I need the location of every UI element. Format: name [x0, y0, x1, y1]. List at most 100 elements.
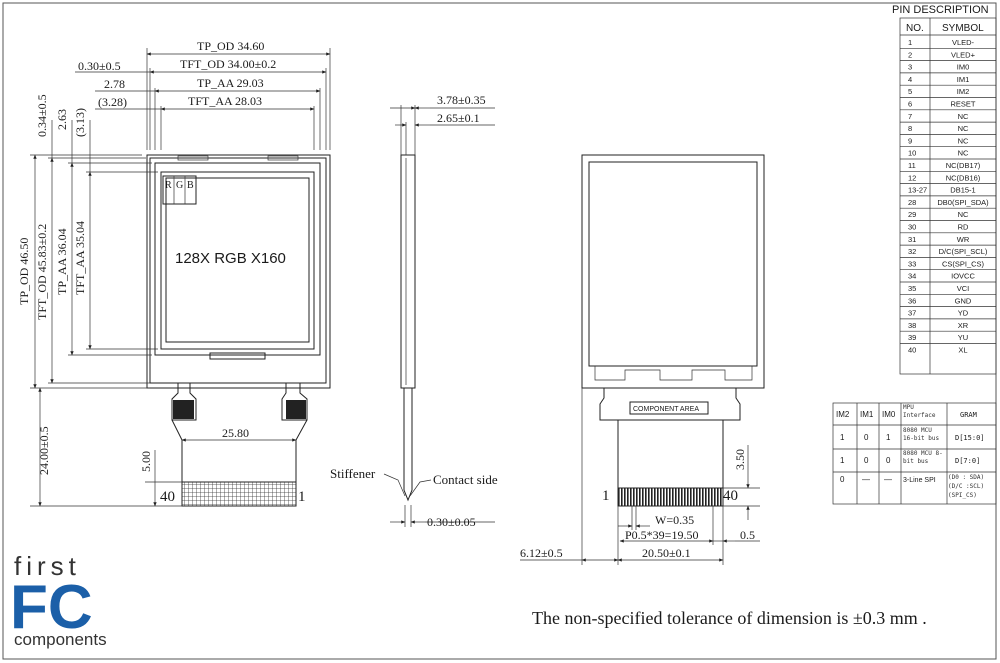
mode-row1-gram: D[15:0] [955, 434, 985, 442]
pin-number: 34 [908, 272, 916, 281]
back-panel-outer [581, 154, 765, 389]
pin-symbol: NC(DB17) [946, 161, 981, 170]
tft-od-width: TFT_OD 34.00±0.2 [180, 57, 276, 71]
pin-number: 8 [908, 124, 912, 133]
stiffener-label: Stiffener [330, 466, 376, 481]
mode-row1-im0: 1 [886, 433, 891, 442]
tft-active-area [160, 171, 315, 350]
tft-aa-width: TFT_AA 28.03 [188, 94, 262, 108]
pin-symbol: WR [957, 235, 970, 244]
pin-number: 36 [908, 296, 916, 305]
tp-aa-height: TP_AA 36.04 [55, 228, 69, 295]
offset-tft-aa: (3.28) [98, 95, 127, 109]
pin-number: 32 [908, 247, 916, 256]
mode-row1-mpu: 8080 MCU 16-bit bus [903, 427, 940, 442]
component-area-label: COMPONENT AREA [633, 406, 699, 413]
company-logo: first FC components [10, 551, 107, 649]
pin-number: 37 [908, 309, 916, 318]
pin-table-header-no: NO. [906, 23, 924, 34]
pin-symbol: VLED+ [951, 50, 976, 59]
fpc-pin-40: 40 [160, 489, 175, 505]
mode-row3-mpu: 3-Line SPI [903, 477, 936, 484]
pin-symbol: IOVCC [951, 272, 975, 281]
mode-row2-im1: 0 [864, 456, 869, 465]
tft-od-height: TFT_OD 45.83±0.2 [35, 224, 49, 320]
mode-row1-im2: 1 [840, 433, 845, 442]
dim-350: 3.50 [733, 449, 747, 470]
pin-symbol: NC [958, 124, 969, 133]
mode-row3-im0: — [884, 475, 892, 484]
mode-row2-im2: 1 [840, 456, 845, 465]
pin-number: 39 [908, 333, 916, 342]
pin-description-table: PIN DESCRIPTION NO. SYMBOL 1 VLED- 2 VLED+ 3… [892, 4, 997, 375]
mode-header-im0: IM0 [882, 410, 896, 419]
pin-symbol: GND [955, 296, 972, 305]
pin-number: 31 [908, 235, 916, 244]
interface-mode-table: IM2 IM1 IM0 MPU Interface GRAM 1 0 1 808… [832, 402, 997, 505]
fpc-width: 25.80 [222, 426, 249, 440]
pin-symbol: NC [958, 149, 969, 158]
pin-number: 2 [908, 50, 912, 59]
mode-row3-gram: (D0 : SDA) (D/C :SCL) (SPI_CS) [948, 474, 985, 499]
rgb-r-label: R [165, 180, 172, 191]
pin-table-title: PIN DESCRIPTION [892, 4, 989, 16]
pin-number: 40 [908, 346, 916, 355]
pin-symbol: RESET [950, 100, 975, 109]
pin-symbol: VLED- [952, 38, 975, 47]
mode-row3-im2: 0 [840, 475, 845, 484]
back-panel-inner [588, 161, 758, 367]
pin-number: 30 [908, 223, 916, 232]
mode-row2-mpu: 8080 MCU 8-bit bus [903, 450, 943, 465]
offset-tp: 0.30±0.5 [78, 59, 121, 73]
pin-symbol: XL [958, 346, 967, 355]
offset-tp-aa: 2.78 [104, 77, 125, 91]
v-offset-3: (3.13) [73, 108, 87, 137]
mode-header-im1: IM1 [860, 410, 874, 419]
tp-active-area [154, 162, 321, 356]
pin-number: 13-27 [908, 186, 927, 195]
back-offset: 6.12±0.5 [520, 546, 563, 560]
pin-symbol: IM0 [957, 63, 970, 72]
thickness-total: 3.78±0.35 [437, 93, 486, 107]
mode-header-gram: GRAM [960, 411, 977, 419]
tp-od-width: TP_OD 34.60 [197, 39, 264, 53]
pin-symbol: CS(SPI_CS) [942, 259, 985, 268]
pin-symbol: DB15-1 [950, 186, 975, 195]
pin-number: 9 [908, 136, 912, 145]
pin-number: 7 [908, 112, 912, 121]
fpc-gap: 5.00 [139, 451, 153, 472]
dim-05: 0.5 [740, 528, 755, 542]
thickness-panel: 2.65±0.1 [437, 111, 480, 125]
pin-number: 1 [908, 38, 912, 47]
tp-od-height: TP_OD 46.50 [17, 238, 31, 305]
fpc-pin-1: 1 [298, 489, 306, 505]
pin-symbol: NC [958, 210, 969, 219]
fpc-length: 24.00±0.5 [37, 426, 51, 475]
pin-table-header-symbol: SYMBOL [942, 23, 984, 34]
pin-number: 38 [908, 321, 916, 330]
pin-number: 12 [908, 173, 916, 182]
fpc-pin-area [181, 481, 297, 507]
pin-number: 28 [908, 198, 916, 207]
mode-row2-im0: 0 [886, 456, 891, 465]
pin-number: 11 [908, 161, 916, 170]
logo-fc: FC [10, 573, 93, 642]
pitch-w: W=0.35 [655, 513, 694, 527]
pin-number: 33 [908, 259, 916, 268]
back-pin-40: 40 [723, 488, 738, 504]
pin-number: 4 [908, 75, 912, 84]
v-offset-2: 2.63 [55, 109, 69, 130]
back-pin-1: 1 [602, 488, 610, 504]
pin-symbol: D/C(SPI_SCL) [939, 247, 988, 256]
side-panel [400, 154, 416, 389]
pin-number: 6 [908, 100, 912, 109]
pin-symbol: YU [958, 333, 968, 342]
resolution-label: 128X RGB X160 [175, 250, 286, 267]
back-pin-area [617, 487, 724, 507]
pin-symbol: XR [958, 321, 969, 330]
side-view: 3.78±0.35 2.65±0.1 Stiffener Contact sid… [330, 93, 498, 529]
back-view: COMPONENT AREA 1 40 3.50 W=0.35 P0.5*39=… [520, 154, 765, 565]
front-view: R G B 128X RGB X160 40 1 TP_OD 34.60 TFT… [17, 39, 331, 507]
